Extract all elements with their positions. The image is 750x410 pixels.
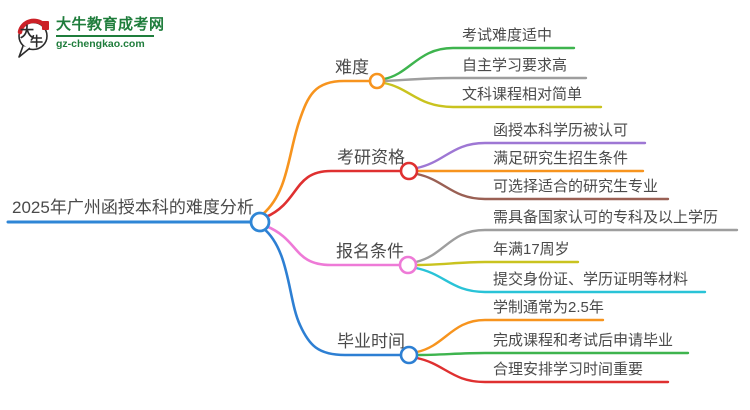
branch-node-circle-biye (399, 345, 419, 365)
branch-node-circle-nandu (368, 72, 386, 90)
site-logo[interactable]: 大 牛 大牛教育成考网 gz-chengkao.com (14, 10, 174, 64)
daniu-bubble-icon: 大 牛 (17, 18, 49, 58)
leaf-curve-2-1 (415, 141, 647, 170)
root-topic-label: 2025年广州函授本科的难度分析 (12, 198, 254, 217)
leaf-label-3-3: 提交身份证、学历证明等材料 (493, 271, 689, 288)
leaf-curve-4-3 (415, 356, 670, 384)
branch-curve-kaoyan (264, 169, 403, 219)
branch-label-nandu: 难度 (335, 58, 369, 77)
logo-divider (56, 35, 154, 37)
leaf-curve-1-2 (382, 76, 588, 83)
bubble-char-2: 牛 (30, 34, 43, 49)
leaf-curve-4-2 (415, 351, 690, 357)
branch-curve-biye (261, 226, 403, 357)
logo-url[interactable]: gz-chengkao.com (56, 38, 145, 50)
leaf-label-2-2: 满足研究生招生条件 (493, 150, 629, 167)
leaf-curve-1-3 (382, 81, 603, 109)
red-arc (17, 18, 47, 35)
leaf-label-1-2: 自主学习要求高 (462, 57, 568, 74)
leaf-label-2-1: 函授本科学历被认可 (493, 122, 629, 139)
branch-label-baoming: 报名条件 (336, 242, 404, 261)
branch-curve-baoming (264, 224, 402, 267)
branch-curve-nandu (261, 79, 372, 216)
leaf-label-1-3: 文科课程相对简单 (462, 86, 583, 103)
leaf-label-3-1: 需具备国家认可的专科及以上学历 (493, 209, 719, 226)
logo-title: 大牛教育成考网 (56, 16, 165, 33)
branch-label-kaoyan: 考研资格 (337, 148, 405, 167)
leaf-label-1-1: 考试难度适中 (462, 27, 553, 44)
bubble-char-1: 大 (20, 24, 34, 40)
red-seal (42, 21, 49, 30)
leaf-curve-1-1 (382, 46, 576, 81)
leaf-curve-4-1 (415, 318, 605, 354)
leaf-label-4-2: 完成课程和考试后申请毕业 (493, 332, 674, 349)
leaf-curve-3-3 (414, 266, 707, 294)
branch-node-circle-kaoyan (399, 161, 419, 181)
leaf-label-4-1: 学制通常为2.5年 (493, 299, 604, 316)
leaf-label-4-3: 合理安排学习时间重要 (493, 361, 644, 378)
root-node-circle (249, 211, 271, 233)
leaf-curve-2-3 (415, 172, 670, 201)
leaf-curve-3-1 (414, 228, 739, 264)
branch-node-circle-baoming (398, 255, 418, 275)
leaf-curve-3-2 (414, 260, 580, 267)
leaf-label-3-2: 年满17周岁 (493, 241, 570, 258)
leaf-label-2-3: 可选择适合的研究生专业 (493, 178, 659, 195)
branch-label-biye: 毕业时间 (337, 332, 405, 351)
